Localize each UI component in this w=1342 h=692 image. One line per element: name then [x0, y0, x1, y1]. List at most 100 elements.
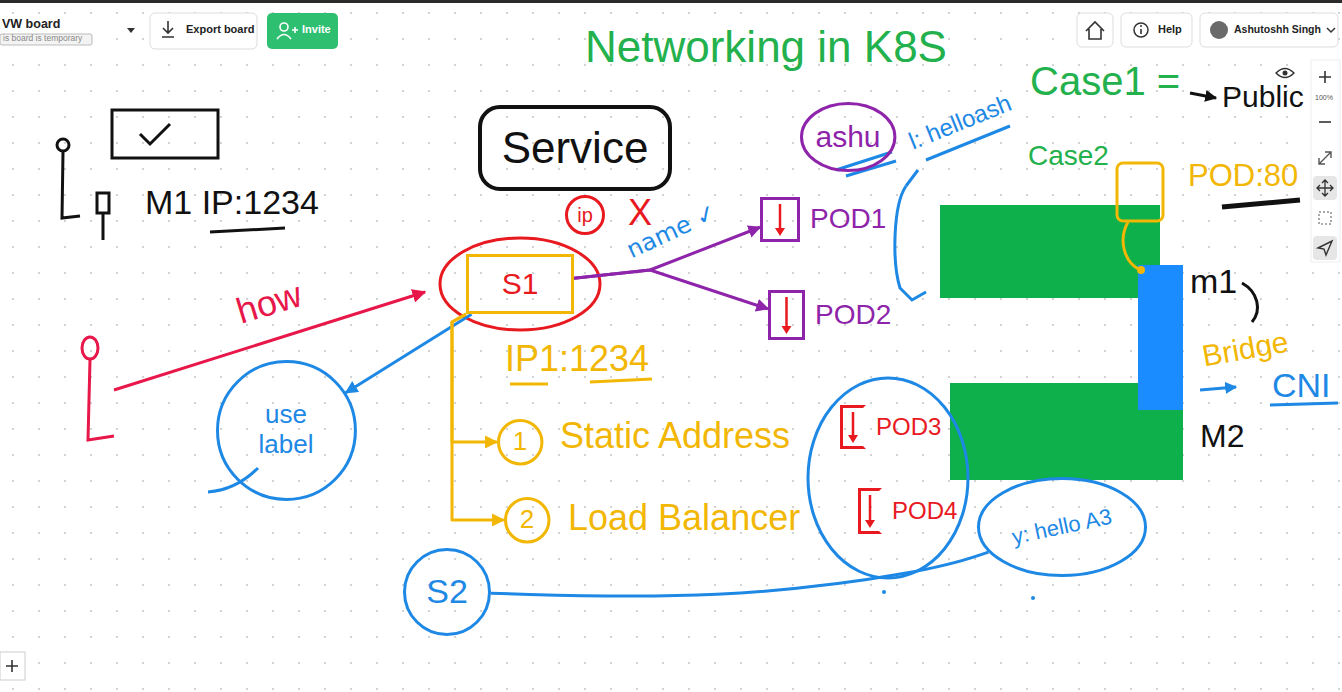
zoom-out-icon: [1319, 121, 1331, 123]
user-figure: [88, 360, 114, 440]
help-icon: [1134, 23, 1148, 37]
arrow-label: how: [231, 273, 306, 332]
node-label: POD4: [892, 497, 957, 525]
diagram-title: Networking in K8S: [585, 22, 947, 73]
label-circle: ashu: [800, 102, 896, 172]
export-button: [150, 13, 257, 49]
pod-arrow: [785, 297, 788, 327]
node-text: S1: [502, 267, 539, 302]
user-figure: [62, 152, 80, 218]
tool-highlight: [1313, 236, 1337, 260]
node-text: 1: [513, 427, 527, 457]
button-label: Export board: [186, 23, 254, 36]
invite-button: [267, 13, 338, 49]
node-label: POD3: [876, 413, 941, 441]
selector-circle: ip: [565, 195, 605, 235]
node-label: y: hello A3: [1010, 504, 1115, 550]
node-label: POD2: [815, 299, 891, 331]
node-text: POD4: [892, 497, 957, 525]
node-text: POD3: [876, 413, 941, 441]
dropdown-chevron: [1327, 28, 1335, 32]
pod-square: [1117, 163, 1163, 221]
device-symbol: [102, 213, 105, 240]
dot: [1031, 596, 1035, 600]
pod-arrow: [775, 228, 785, 236]
node-text: ip: [577, 204, 593, 227]
node-label: S1: [502, 267, 539, 302]
pod-arrow: [861, 491, 879, 531]
check-box: [112, 110, 218, 158]
type-arrow: [452, 314, 497, 442]
node-text: S2: [426, 572, 468, 611]
home-icon: [1086, 22, 1104, 39]
bridge-bar: [1138, 265, 1183, 410]
download-icon: [162, 21, 174, 37]
note-badge: [0, 34, 92, 45]
node-text: use label: [238, 400, 333, 460]
button-label: Invite: [302, 23, 331, 36]
button-label: Help: [1158, 23, 1182, 36]
pod-arrow: [848, 435, 858, 443]
expand-icon: [1319, 152, 1331, 164]
move-icon: [1317, 180, 1333, 196]
pod-arrow: [865, 520, 875, 528]
machine-name: m1: [1190, 262, 1237, 301]
underline: [210, 228, 285, 232]
node-text: y: hello A3: [1010, 504, 1115, 550]
help-icon: [1140, 25, 1142, 27]
add-icon: [6, 660, 18, 672]
service-circle: S2: [403, 548, 491, 636]
board-note: is board is temporary: [3, 34, 82, 44]
pod-arrow: [843, 408, 863, 446]
pod-square: [858, 488, 882, 534]
feature-note: Static Address: [560, 415, 790, 456]
address-note: M1 IP:1234: [145, 183, 319, 222]
node-text: POD1: [810, 203, 886, 235]
user-name: Ashutoshh Singh: [1234, 23, 1321, 35]
node-text: 2: [520, 505, 534, 535]
help-button: [1121, 13, 1192, 47]
plugin-label: CNI: [1272, 366, 1331, 405]
pod-box: POD1: [760, 197, 886, 242]
pod-arrow: [869, 495, 872, 521]
case-heading: Case2: [1028, 140, 1109, 172]
invite-icon: [277, 27, 298, 39]
user-avatar: [1210, 21, 1228, 39]
address-note: IP1:1234: [505, 338, 649, 379]
pod-arrow: [779, 204, 782, 229]
type-arrow: [452, 314, 504, 520]
node-outline: [498, 420, 541, 463]
help-icon: [1140, 29, 1142, 34]
board-name: VW board: [2, 17, 60, 31]
underline: [510, 379, 652, 384]
pod-box: POD3: [840, 405, 941, 449]
node-outline: [505, 498, 548, 541]
node-outline: [567, 197, 604, 234]
node-label: use label: [238, 400, 333, 460]
zoom-level: 100%: [1315, 94, 1333, 102]
link-dot: [1137, 266, 1145, 274]
node-outline: [217, 361, 355, 499]
callout-number: 2: [504, 497, 550, 543]
invite-icon: [280, 23, 288, 31]
port-note: POD:80: [1188, 158, 1298, 194]
feature-note: Load Balancer: [568, 497, 800, 538]
node-block: [940, 205, 1160, 298]
arrow: [1190, 93, 1216, 98]
node-label: ip: [577, 204, 593, 227]
pod-box: POD4: [858, 488, 957, 534]
pod-arrow: [782, 326, 792, 334]
dot: [882, 590, 886, 594]
device-symbol: [97, 193, 109, 213]
service-box: S1: [466, 254, 574, 315]
select-icon: [1319, 212, 1331, 224]
pod-arrow: [852, 412, 855, 436]
node-text: POD2: [815, 299, 891, 331]
eye-icon: [1276, 69, 1294, 78]
link-curve: [1242, 283, 1257, 322]
toolbar: [1311, 60, 1340, 262]
pod-box: POD2: [768, 290, 891, 340]
